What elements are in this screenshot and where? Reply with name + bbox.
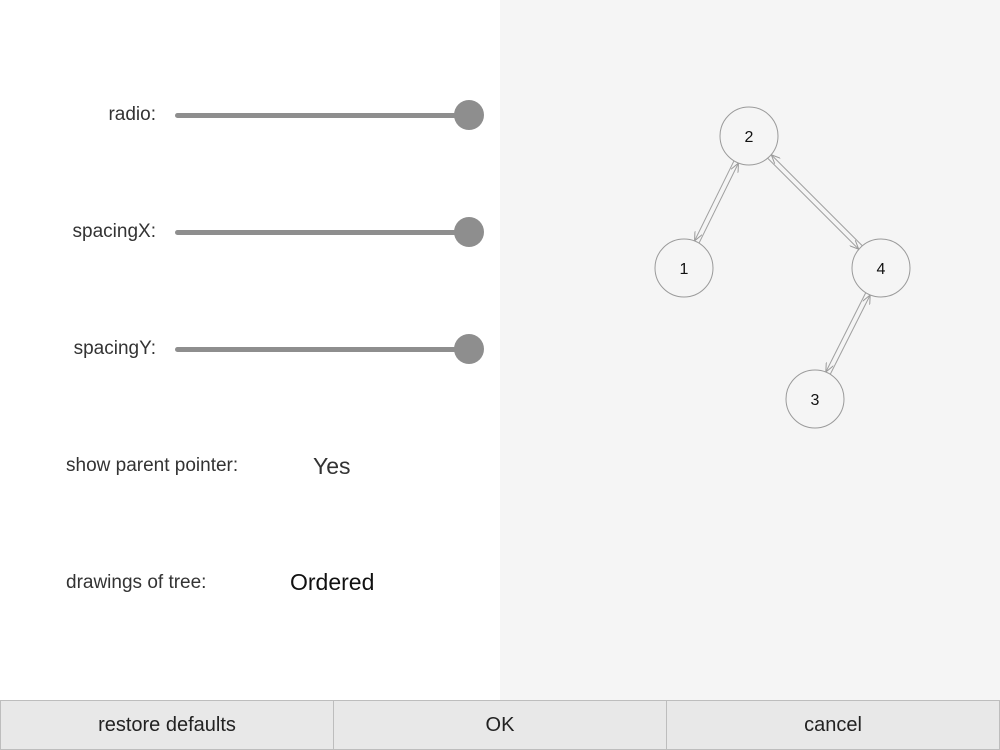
tree-node-label: 1	[680, 261, 689, 278]
radio-slider[interactable]	[175, 100, 484, 130]
radio-slider-track[interactable]	[175, 113, 469, 118]
tree-diagram: 2 1 4 3	[654, 106, 911, 429]
edge-2-to-4	[767, 157, 859, 249]
parent-pointer-4-to-2	[771, 155, 863, 247]
parent-pointer-toggle[interactable]: Yes	[313, 453, 351, 479]
cancel-button[interactable]: cancel	[666, 700, 1000, 750]
tree-node-label: 2	[745, 129, 754, 146]
parent-pointer-1-to-2	[698, 163, 738, 244]
tree-node-circle	[654, 238, 714, 298]
tree-node-circle	[785, 369, 845, 429]
tree-node-3: 3	[785, 369, 845, 429]
spacingy-slider-thumb[interactable]	[454, 334, 484, 364]
radio-label: radio:	[108, 104, 156, 125]
spacingx-label: spacingX:	[72, 221, 156, 242]
spacingx-slider-thumb[interactable]	[454, 217, 484, 247]
radio-slider-thumb[interactable]	[454, 100, 484, 130]
restore-defaults-button[interactable]: restore defaults	[0, 700, 333, 750]
spacingy-slider[interactable]	[175, 334, 484, 364]
ok-button[interactable]: OK	[333, 700, 666, 750]
tree-preview-canvas: 2 1 4 3	[500, 0, 1000, 700]
tree-node-1: 1	[654, 238, 714, 298]
edge-2-to-1	[695, 160, 735, 241]
spacingx-slider-track[interactable]	[175, 230, 469, 235]
edge-4-to-3	[826, 292, 867, 372]
drawings-label: drawings of tree:	[66, 572, 207, 593]
tree-node-4: 4	[851, 238, 911, 298]
spacingy-label: spacingY:	[73, 338, 156, 359]
tree-node-circle	[719, 106, 779, 166]
tree-node-label: 3	[811, 392, 820, 409]
parent-pointer-label: show parent pointer:	[66, 455, 239, 476]
tree-node-label: 4	[877, 261, 886, 278]
drawings-selector[interactable]: Ordered	[290, 569, 375, 595]
dialog-button-bar: restore defaults OK cancel	[0, 700, 1000, 750]
parent-pointer-3-to-4	[829, 295, 870, 375]
spacingy-slider-track[interactable]	[175, 347, 469, 352]
tree-node-circle	[851, 238, 911, 298]
spacingx-slider[interactable]	[175, 217, 484, 247]
tree-node-2: 2	[719, 106, 779, 166]
settings-panel: radio: spacingX: spacingY: show parent p…	[0, 0, 500, 700]
